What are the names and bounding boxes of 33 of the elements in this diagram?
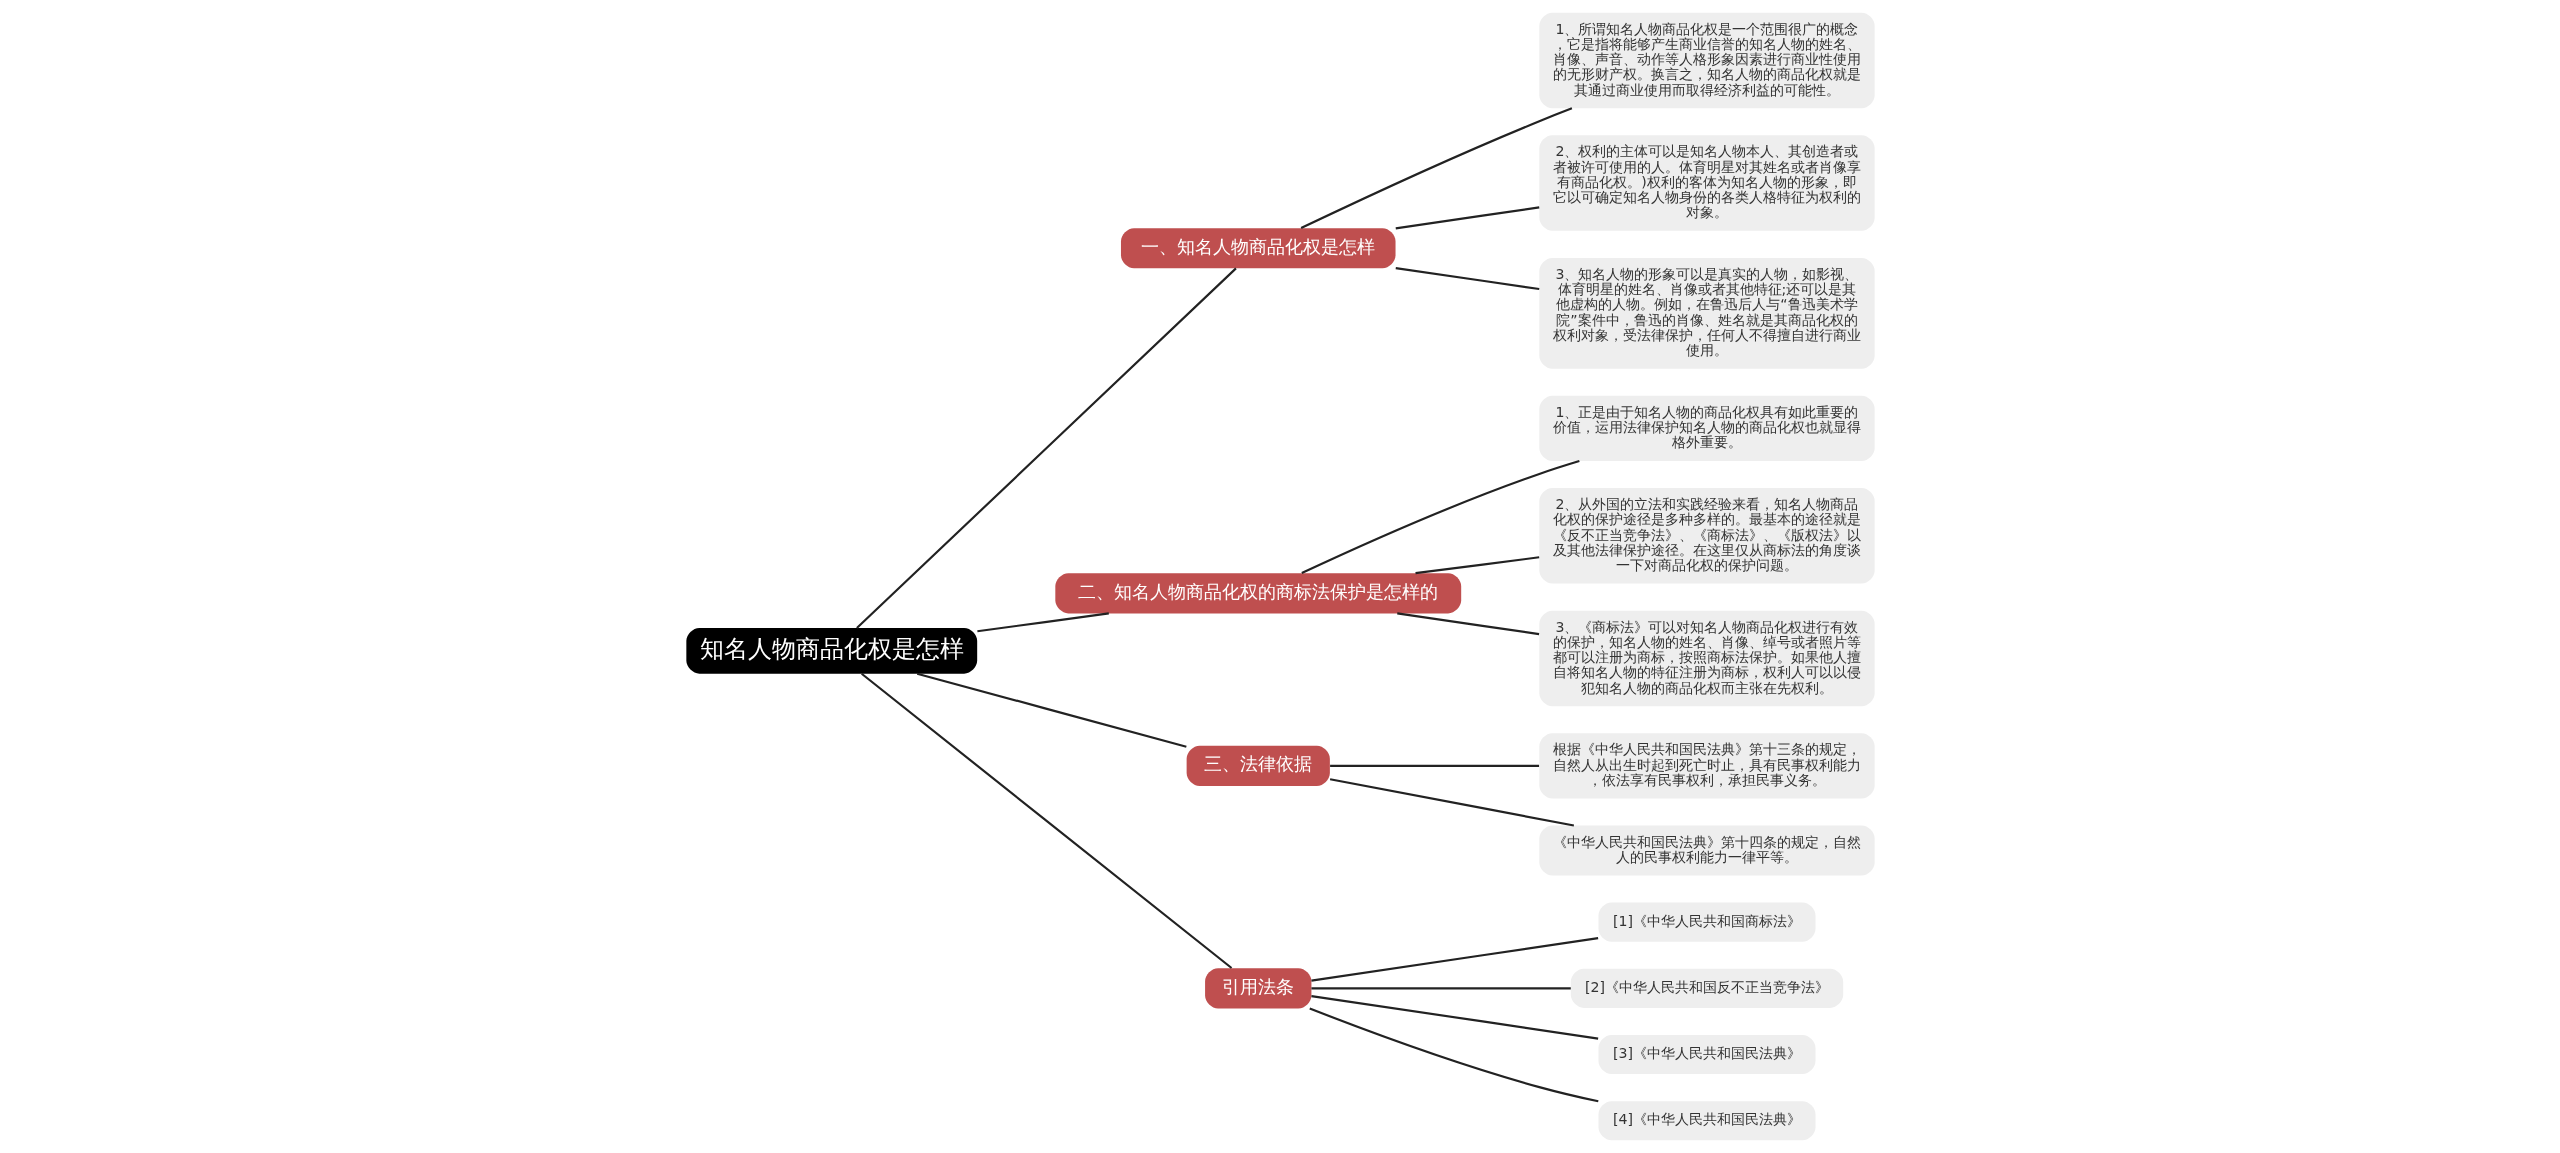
node-box: 三、法律依据 (1186, 745, 1330, 786)
node-box: 3、知名人物的形象可以是真实的人物，如影视、体育明星的姓名、肖像或者其他特征;还可以是其他虚构的人物。例如，在鲁迅后人与“鲁迅美术学院”案件中，鲁迅的肖像、姓名就是其商品化权的权利对象，受法律保护，任何人不得擅自进行商业使用。 (1538, 258, 1875, 369)
node-box: 2、权利的主体可以是知名人物本人、其创造者或者被许可使用的人。体育明星对其姓名或者肖像享有商品化权。)权利的客体为知名人物的形象，即它以可确定知名人物身份的各类人格特征为权利的对象。 (1538, 135, 1875, 231)
connector (916, 672, 1187, 748)
connector (855, 267, 1237, 629)
connector (1395, 206, 1539, 230)
connector (1310, 987, 1571, 990)
node-box: 1、所谓知名人物商品化权是一个范围很广的概念，它是指将能够产生商业信誉的知名人物的姓名、肖像、声音、动作等人格形象因素进行商业性使用的无形财产权。换言之，知名人物的商品化权就是其通过商业使用而取得经济利益的可能性。 (1538, 12, 1875, 109)
connector (1329, 764, 1539, 767)
node-box: 3、《商标法》可以对知名人物商品化权进行有效的保护，知名人物的姓名、肖像、绰号或者照片等都可以注册为商标，按照商标法保护。如果他人擅自将知名人物的特征注册为商标，权利人可以以侵犯知名人物的商品化权而主张在先权利。 (1538, 610, 1875, 707)
node-box: 引用法条 (1204, 968, 1311, 1009)
connector (976, 612, 1109, 633)
node-box: 知名人物商品化权是怎样 (685, 628, 977, 674)
connector (1308, 1007, 1599, 1103)
connector (1300, 107, 1572, 230)
node-box: [4]《中华人民共和国民法典》 (1597, 1101, 1815, 1141)
node-box: [1]《中华人民共和国商标法》 (1597, 902, 1815, 942)
connector (1310, 995, 1598, 1040)
node-box: [2]《中华人民共和国反不正当竞争法》 (1570, 968, 1843, 1008)
connector (1300, 460, 1580, 575)
connector (1310, 937, 1598, 982)
node-box: 2、从外国的立法和实践经验来看，知名人物商品化权的保护途径是多种多样的。最基本的途径就是《反不正当竞争法》、《商标法》、《版权法》以及其他法律保护途径。在这里仅从商标法的角度谈一下对商品化权的保护问题。 (1538, 488, 1875, 584)
node-box: 二、知名人物商品化权的商标法保护是怎样的 (1054, 573, 1461, 614)
node-box: [3]《中华人民共和国民法典》 (1597, 1035, 1815, 1075)
node-box: 1、正是由于知名人物的商品化权具有如此重要的价值，运用法律保护知名人物的商品化权也就显得格外重要。 (1538, 395, 1875, 461)
node-box: 一、知名人物商品化权是怎样 (1120, 228, 1396, 269)
node-box: 根据《中华人民共和国民法典》第十三条的规定，自然人从出生时起到死亡时止，具有民事权利能力，依法享有民事权利，承担民事义务。 (1538, 733, 1875, 799)
connector (1395, 267, 1539, 291)
connector (1414, 556, 1539, 575)
connector (860, 672, 1232, 969)
node-box: 《中华人民共和国民法典》第十四条的规定，自然人的民事权利能力一律平等。 (1538, 825, 1875, 876)
connector (1396, 612, 1539, 636)
connector (1329, 778, 1574, 827)
